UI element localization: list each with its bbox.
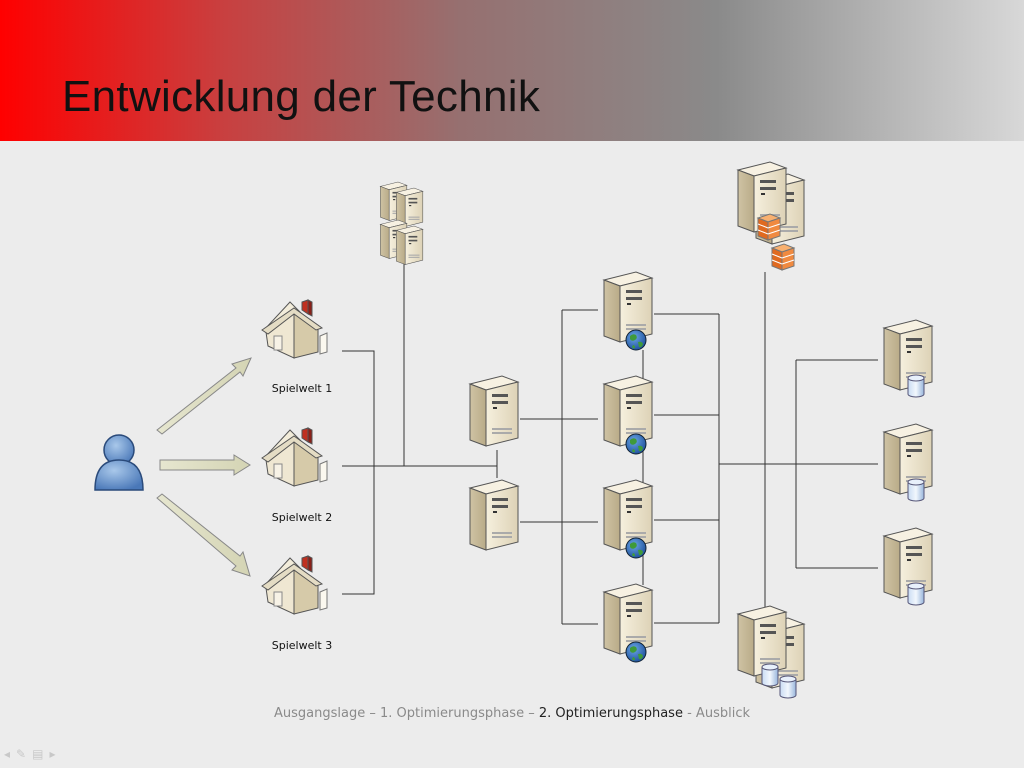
menu-icon[interactable]: ▤	[32, 747, 50, 761]
slide-title: Entwicklung der Technik	[62, 72, 541, 121]
db-server-3-icon	[883, 527, 933, 606]
footer-item-phase-1: 1. Optimierungsphase	[380, 706, 525, 721]
world-1-house-icon	[261, 299, 328, 359]
slideshow-controls[interactable]: ◂✎▤▸	[4, 747, 61, 761]
footer-separator: –	[528, 706, 535, 721]
world-3-house-icon	[261, 555, 328, 615]
user-icon	[94, 434, 144, 491]
slide-header	[0, 0, 1024, 141]
previous-slide-icon[interactable]: ◂	[4, 747, 17, 761]
world-3-label: Spielwelt 3	[272, 639, 332, 652]
web-server-1-icon	[603, 271, 653, 351]
web-server-4-icon	[603, 583, 653, 663]
arrow-to-world-2	[159, 454, 251, 476]
footer-item-phase-2: 2. Optimierungsphase	[538, 706, 683, 721]
footer-item-ausgangslage: Ausgangslage	[274, 706, 366, 721]
database-server-cluster-icon	[737, 605, 805, 699]
footer-item-ausblick: - Ausblick	[687, 706, 750, 721]
world-1-label: Spielwelt 1	[272, 382, 332, 395]
world-2-label: Spielwelt 2	[272, 511, 332, 524]
pen-icon[interactable]: ✎	[16, 747, 33, 761]
firewall-server-icon	[737, 161, 805, 271]
central-server-1-icon	[469, 375, 519, 447]
arrow-to-world-3	[156, 493, 251, 577]
next-slide-icon[interactable]: ▸	[49, 747, 62, 761]
server-cluster-icon	[380, 181, 424, 265]
db-server-2-icon	[883, 423, 933, 502]
web-server-2-icon	[603, 375, 653, 455]
world-2-house-icon	[261, 427, 328, 487]
db-server-1-icon	[883, 319, 933, 398]
web-server-3-icon	[603, 479, 653, 559]
footer-separator: –	[369, 706, 376, 721]
central-server-2-icon	[469, 479, 519, 551]
arrow-to-world-1	[156, 357, 252, 435]
slide-footer-navigation: Ausgangslage – 1. Optimierungsphase – 2.…	[0, 706, 1024, 721]
